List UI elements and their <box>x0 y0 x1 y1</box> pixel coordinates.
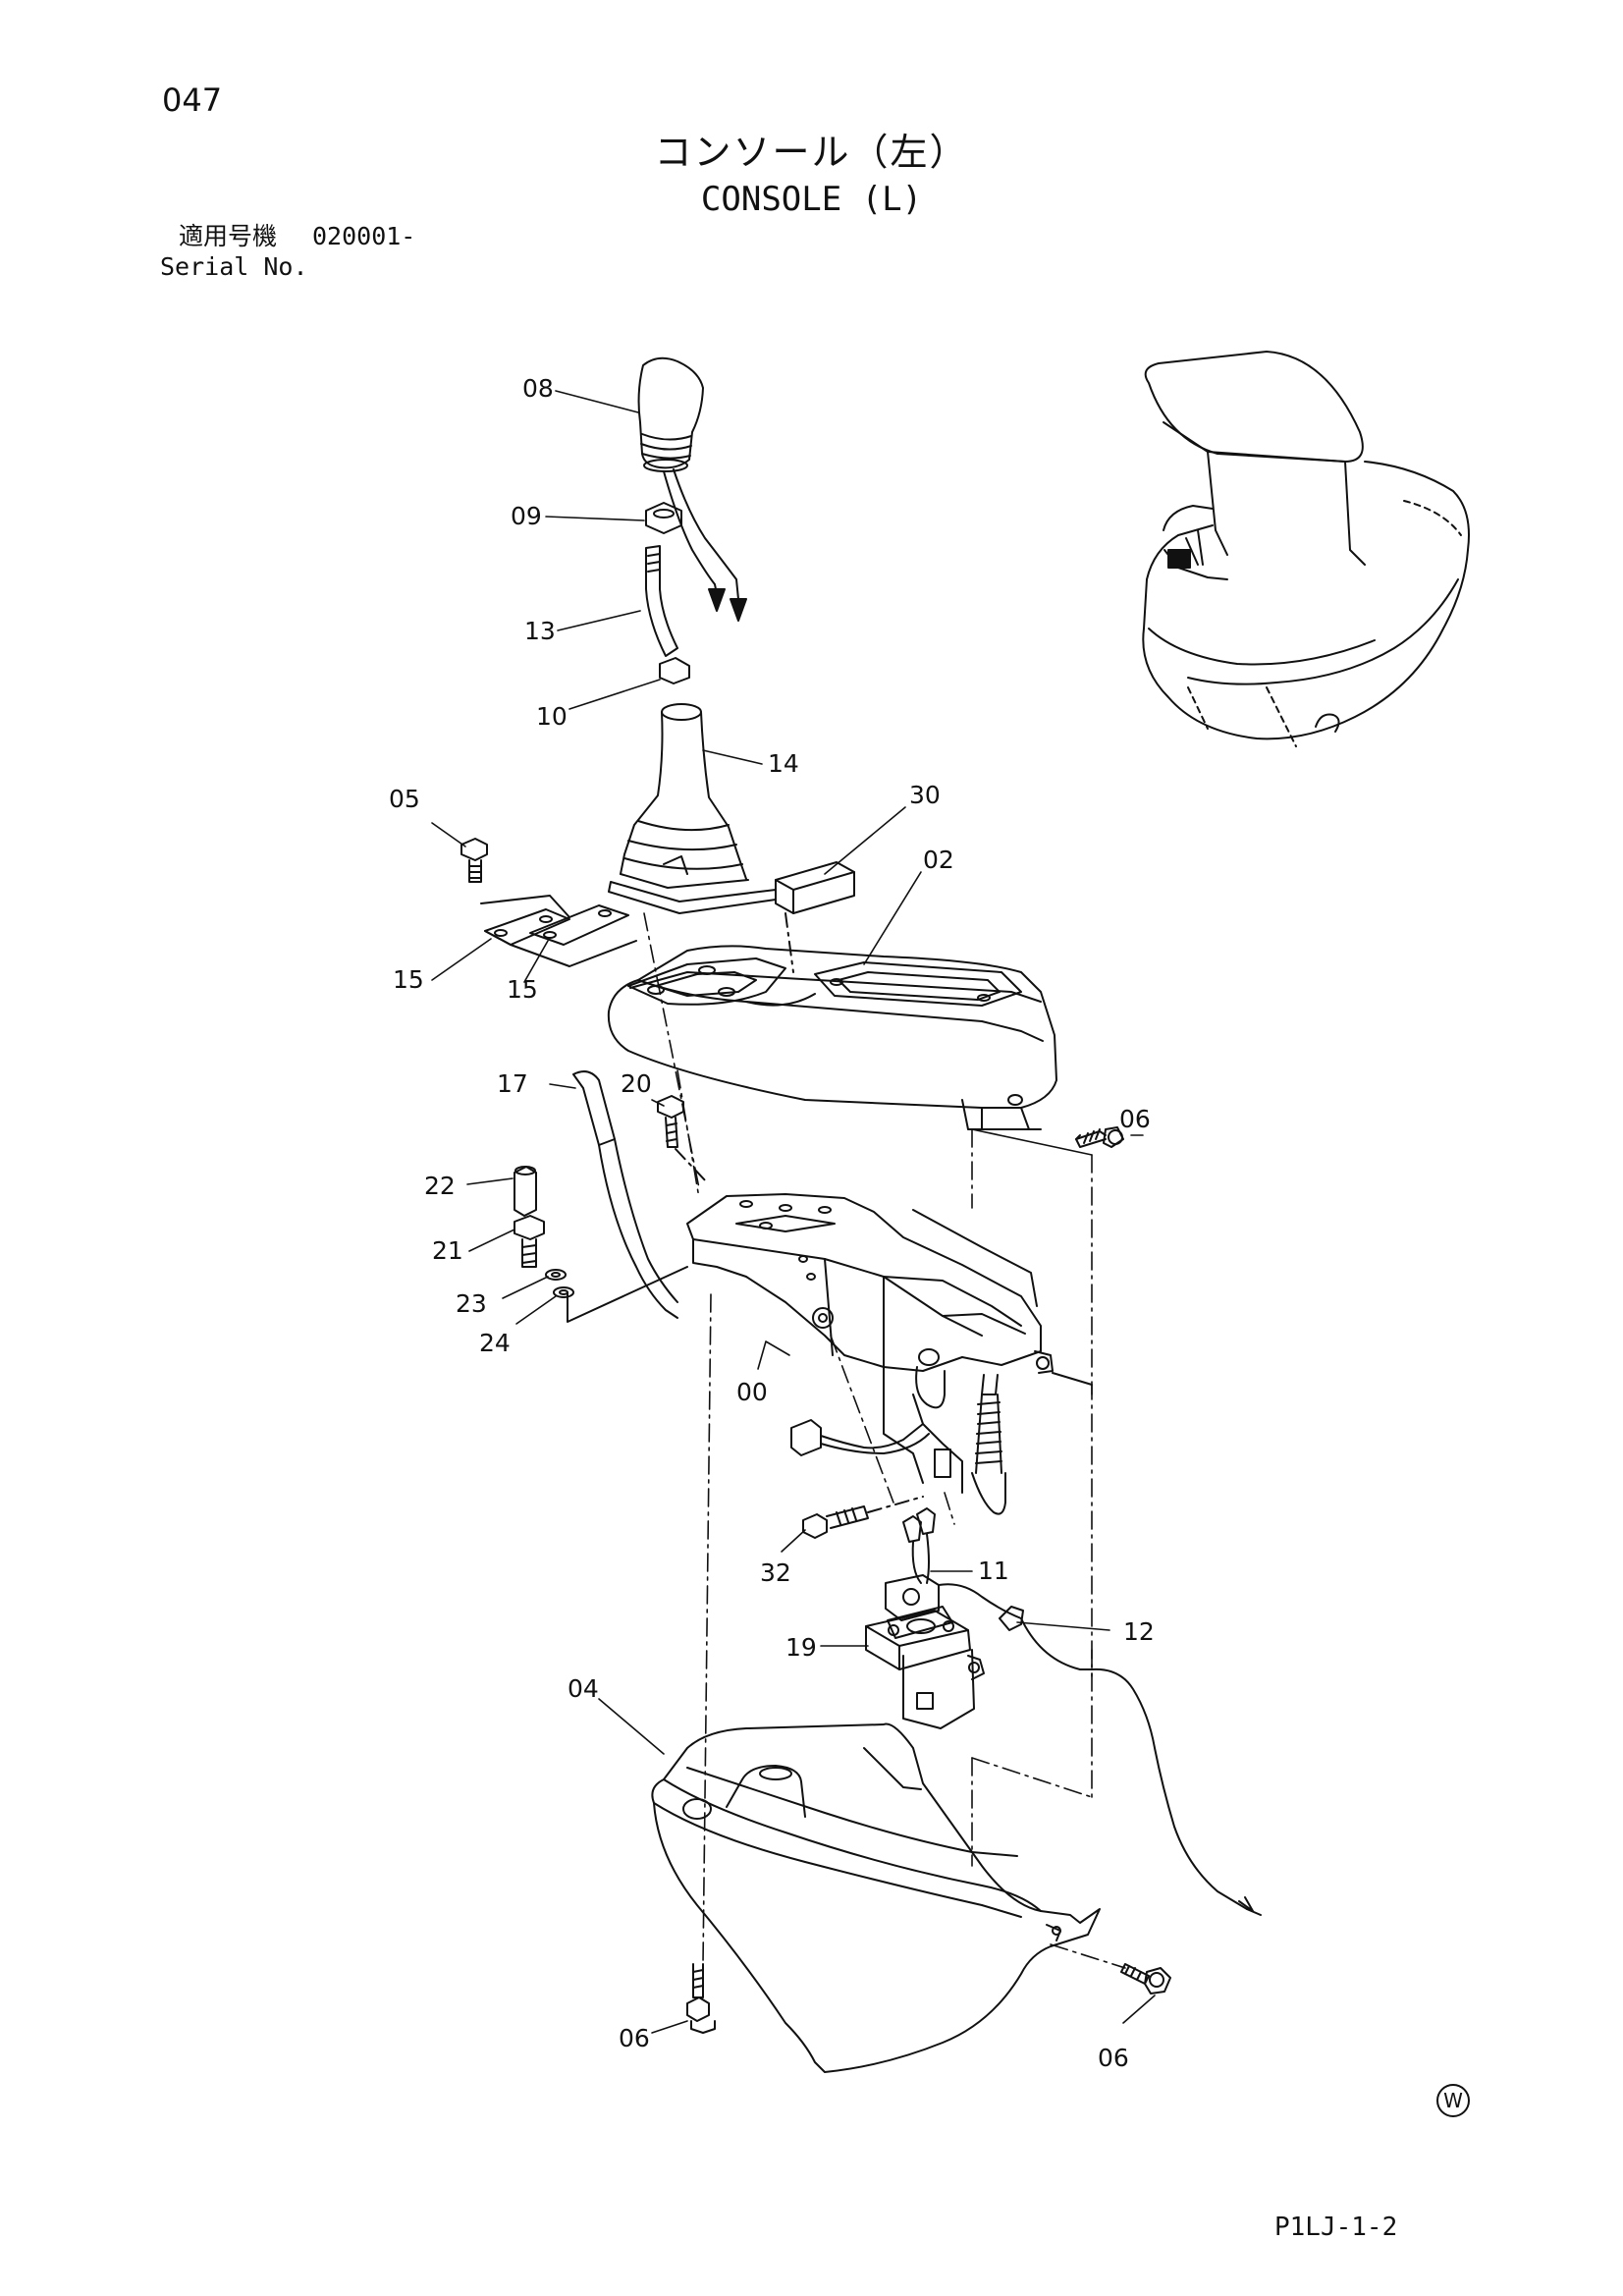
callout-21: 21 <box>432 1236 463 1265</box>
leader-lines <box>431 390 1156 2034</box>
callout-10: 10 <box>536 702 568 731</box>
page-number: 047 <box>162 82 223 119</box>
callout-06-lower-left: 06 <box>619 2024 650 2052</box>
part-bolt-06-upper <box>1075 1126 1124 1148</box>
serial-label-japanese: 適用号機 <box>179 222 278 250</box>
assembly-guide-lines <box>643 912 1126 1969</box>
guide-line-solid <box>971 1128 1093 1156</box>
callout-23: 23 <box>456 1289 487 1318</box>
title-english: CONSOLE (L) <box>700 180 923 219</box>
part-pad <box>775 861 855 973</box>
part-connector-wiring <box>790 1419 930 1456</box>
callout-08: 08 <box>522 374 554 403</box>
callout-06-upper: 06 <box>1119 1105 1151 1133</box>
part-hose <box>572 1070 678 1319</box>
part-bolt-06-lower-right <box>1120 1963 1171 1995</box>
part-lever-boot <box>608 703 777 914</box>
part-bolt-32 <box>802 1496 924 1539</box>
page-code: P1LJ-1-2 <box>1274 2213 1398 2242</box>
w-mark: W <box>1436 2084 1470 2117</box>
callout-09: 09 <box>511 502 542 530</box>
serial-label-english: Serial No. <box>160 252 308 281</box>
callout-20: 20 <box>621 1069 652 1098</box>
part-bolt-21 <box>514 1215 545 1268</box>
callout-17: 17 <box>497 1069 528 1098</box>
part-bolt-20 <box>657 1095 708 1183</box>
callout-13: 13 <box>524 617 556 645</box>
callout-05: 05 <box>389 785 420 813</box>
callout-15-left: 15 <box>393 965 424 994</box>
title-japanese: コンソール（左） <box>654 131 969 174</box>
part-switch <box>865 1507 1262 1916</box>
callout-24: 24 <box>479 1329 511 1357</box>
part-pin <box>514 1166 537 1217</box>
part-nut-lower <box>659 657 690 684</box>
part-console-frame <box>686 1193 1093 1515</box>
part-plates <box>480 895 637 967</box>
machine-location-thumbnail <box>1142 351 1470 747</box>
serial-number-value: 020001- <box>312 222 416 250</box>
part-bolt-05 <box>460 838 488 883</box>
part-washers <box>545 1266 688 1323</box>
part-lever <box>645 545 678 657</box>
part-bolt-06-lower-left <box>686 1963 716 2034</box>
part-lower-cover <box>651 1722 1101 2073</box>
callout-15-right: 15 <box>507 975 538 1004</box>
callout-02: 02 <box>923 846 954 874</box>
callout-12: 12 <box>1123 1617 1155 1646</box>
callout-06-lower-right: 06 <box>1098 2044 1129 2072</box>
part-upper-cover <box>607 945 1057 1130</box>
part-nut <box>645 502 682 534</box>
callout-32: 32 <box>760 1558 791 1587</box>
callout-11: 11 <box>978 1557 1009 1585</box>
callout-labels: 08 09 13 10 14 05 30 02 15 15 17 20 06 2… <box>389 374 1155 2072</box>
callout-22: 22 <box>424 1172 456 1200</box>
callout-30: 30 <box>909 781 941 809</box>
callout-14: 14 <box>768 749 799 778</box>
part-grip <box>637 356 747 622</box>
callout-04: 04 <box>568 1674 599 1703</box>
callout-00: 00 <box>736 1378 768 1406</box>
callout-19: 19 <box>785 1633 817 1662</box>
